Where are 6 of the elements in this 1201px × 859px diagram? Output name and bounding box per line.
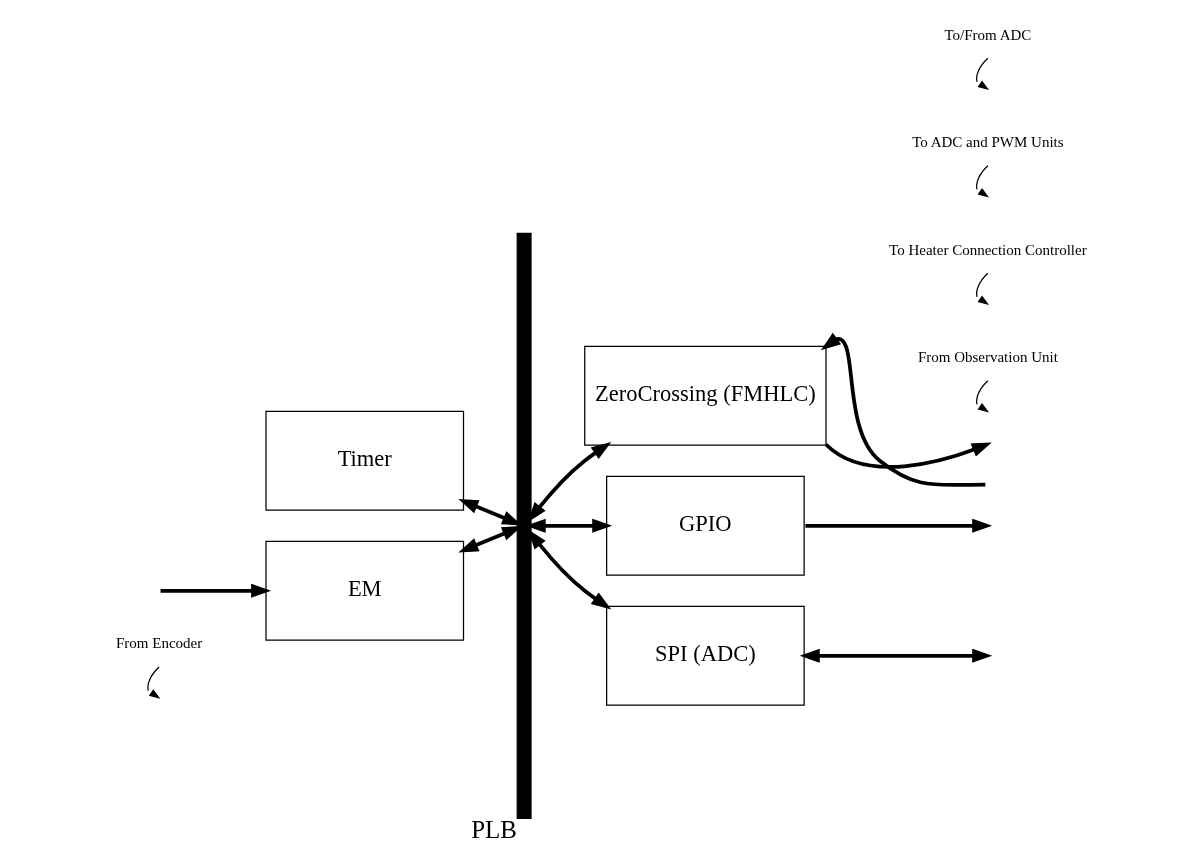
node-text: From Encoder: [115, 635, 202, 652]
node-text: To ADC and PWM Units: [911, 134, 1064, 151]
node-label: PLB: [470, 816, 517, 844]
node-text: To Heater Connection Controller: [888, 241, 1087, 258]
node-text: From Observation Unit: [917, 349, 1058, 366]
node-text: To/From ADC: [943, 26, 1031, 43]
